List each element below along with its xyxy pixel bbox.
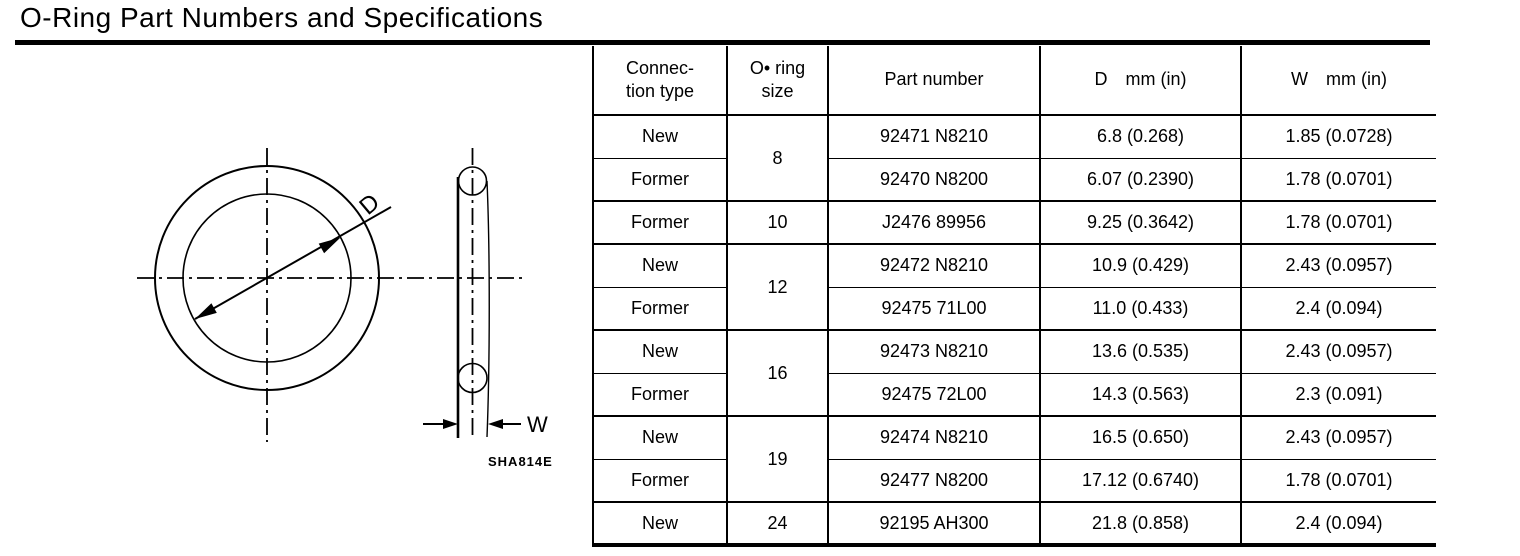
cell-size: 16 [726, 329, 828, 416]
table-row: New 24 92195 AH300 21.8 (0.858) 2.4 (0.0… [592, 501, 1436, 545]
cell-connection: Former [592, 372, 727, 416]
cell-connection: New [592, 243, 727, 287]
cell-d: 6.07 (0.2390) [1039, 157, 1241, 201]
cell-size: 8 [726, 114, 828, 201]
header-d-mm-in: D mm (in) [1039, 46, 1241, 116]
cell-w: 1.78 (0.0701) [1240, 157, 1436, 201]
table-row: Former 92470 N8200 6.07 (0.2390) 1.78 (0… [592, 157, 1436, 201]
table-row: New 12 92472 N8210 10.9 (0.429) 2.43 (0.… [592, 243, 1436, 330]
cell-d: 9.25 (0.3642) [1039, 200, 1241, 244]
table-row: New 16 92473 N8210 13.6 (0.535) 2.43 (0.… [592, 329, 1436, 416]
cell-part-number: 92473 N8210 [827, 329, 1040, 373]
diameter-arrowhead-lower [195, 303, 217, 319]
page-title: O-Ring Part Numbers and Specifications [20, 2, 544, 33]
cell-part-number: 92470 N8200 [827, 157, 1040, 201]
diameter-arrowhead-upper [318, 237, 341, 254]
cell-d: 21.8 (0.858) [1039, 501, 1241, 545]
cell-d: 13.6 (0.535) [1039, 329, 1241, 373]
cell-w: 1.85 (0.0728) [1240, 114, 1436, 158]
cell-part-number: 92477 N8200 [827, 458, 1040, 502]
cell-w: 2.43 (0.0957) [1240, 243, 1436, 287]
cell-size: 19 [726, 415, 828, 502]
table-row: Former 92475 71L00 11.0 (0.433) 2.4 (0.0… [592, 286, 1436, 330]
cell-w: 1.78 (0.0701) [1240, 458, 1436, 502]
oring-front-view [137, 148, 524, 442]
table-row: Former 10 J2476 89956 9.25 (0.3642) 1.78… [592, 200, 1436, 244]
cell-d: 16.5 (0.650) [1039, 415, 1241, 459]
cell-size: 24 [726, 501, 828, 545]
cell-size: 12 [726, 243, 828, 330]
title-divider [15, 40, 1430, 45]
cell-size: 10 [726, 200, 828, 244]
cell-w: 2.4 (0.094) [1240, 501, 1436, 545]
header-row: Connec- tion type O• ring size Part numb… [592, 46, 1436, 116]
cell-part-number: J2476 89956 [827, 200, 1040, 244]
cell-connection: New [592, 415, 727, 459]
side-right-edge [486, 180, 490, 438]
oring-spec-table: Connec- tion type O• ring size Part numb… [592, 46, 1436, 547]
cell-connection: Former [592, 458, 727, 502]
cell-part-number: 92475 72L00 [827, 372, 1040, 416]
oring-side-view [423, 148, 521, 440]
cell-w: 2.43 (0.0957) [1240, 415, 1436, 459]
width-dim-right-arrowhead [488, 419, 503, 429]
cell-connection: New [592, 329, 727, 373]
cell-connection: New [592, 501, 727, 545]
table-row: Former 92477 N8200 17.12 (0.6740) 1.78 (… [592, 458, 1436, 502]
cell-d: 17.12 (0.6740) [1039, 458, 1241, 502]
cell-d: 14.3 (0.563) [1039, 372, 1241, 416]
cell-d: 6.8 (0.268) [1039, 114, 1241, 158]
cell-w: 2.3 (0.091) [1240, 372, 1436, 416]
cell-connection: Former [592, 157, 727, 201]
header-w-mm-in: W mm (in) [1240, 46, 1436, 116]
table-row: Former 92475 72L00 14.3 (0.563) 2.3 (0.0… [592, 372, 1436, 416]
cell-connection: New [592, 114, 727, 158]
cell-part-number: 92195 AH300 [827, 501, 1040, 545]
cell-d: 10.9 (0.429) [1039, 243, 1241, 287]
header-connection-type: Connec- tion type [592, 46, 727, 116]
header-oring-size: O• ring size [726, 46, 828, 116]
figure-code: SHA814E [488, 454, 553, 469]
cell-d: 11.0 (0.433) [1039, 286, 1241, 330]
table-row: New 8 92471 N8210 6.8 (0.268) 1.85 (0.07… [592, 114, 1436, 201]
width-dim-left-arrowhead [443, 419, 458, 429]
cell-part-number: 92474 N8210 [827, 415, 1040, 459]
cell-part-number: 92475 71L00 [827, 286, 1040, 330]
cell-connection: Former [592, 200, 727, 244]
header-part-number: Part number [827, 46, 1040, 116]
cell-w: 2.43 (0.0957) [1240, 329, 1436, 373]
cell-part-number: 92471 N8210 [827, 114, 1040, 158]
cell-w: 1.78 (0.0701) [1240, 200, 1436, 244]
width-label: W [527, 412, 548, 437]
cell-part-number: 92472 N8210 [827, 243, 1040, 287]
cell-connection: Former [592, 286, 727, 330]
diameter-arrow-line [194, 206, 392, 320]
oring-diagram: D W SHA814E [137, 148, 553, 469]
cell-w: 2.4 (0.094) [1240, 286, 1436, 330]
table-row: New 19 92474 N8210 16.5 (0.650) 2.43 (0.… [592, 415, 1436, 502]
